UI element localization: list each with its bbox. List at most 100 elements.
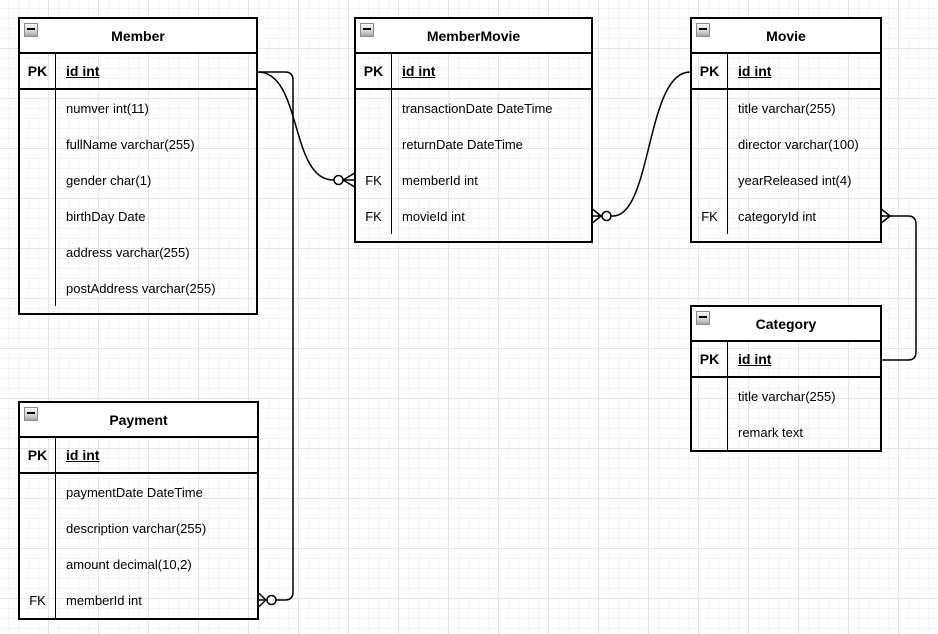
entity-header: Payment (20, 403, 257, 438)
field-cell: director varchar(100) (738, 136, 859, 152)
edge-line (257, 71, 355, 181)
key-cell (692, 162, 728, 198)
key-cell (20, 474, 56, 510)
entity-title: Movie (766, 27, 806, 44)
key-cell (692, 90, 728, 126)
field-cell: fullName varchar(255) (66, 136, 195, 152)
minus-icon (27, 28, 35, 30)
table-row-yearreleased[interactable]: yearReleased int(4) (692, 162, 880, 198)
field-cell: remark text (738, 424, 804, 440)
table-row-title[interactable]: title varchar(255) (692, 378, 880, 414)
edge-member-payment[interactable] (257, 71, 294, 608)
collapse-button[interactable] (24, 23, 38, 37)
crow-foot-icon (592, 208, 602, 224)
table-row-title[interactable]: title varchar(255) (692, 90, 880, 126)
field-cell: id int (402, 63, 436, 79)
table-row-categoryid[interactable]: FK categoryId int (692, 198, 880, 234)
minus-icon (27, 412, 35, 414)
key-cell (356, 90, 392, 126)
key-cell: FK (356, 198, 392, 234)
zero-cardinality-circle-icon (333, 174, 344, 186)
key-cell: PK (20, 438, 56, 472)
table-row-gender[interactable]: gender char(1) (20, 162, 256, 198)
field-cell: id int (66, 63, 100, 79)
collapse-button[interactable] (24, 407, 38, 421)
entity-title: Member (111, 27, 165, 44)
field-cell: postAddress varchar(255) (66, 280, 216, 296)
field-cell: yearReleased int(4) (738, 172, 852, 188)
key-cell: PK (692, 342, 728, 376)
field-cell: description varchar(255) (66, 520, 207, 536)
field-cell: address varchar(255) (66, 244, 190, 260)
table-row-memberid[interactable]: FK memberId int (356, 162, 591, 198)
table-row-postaddress[interactable]: postAddress varchar(255) (20, 270, 256, 306)
minus-icon (699, 316, 707, 318)
key-cell (692, 378, 728, 414)
edge-movie-membermovie[interactable] (592, 71, 691, 224)
entity-header: Movie (692, 19, 880, 54)
crow-foot-icon (342, 172, 355, 188)
field-cell: categoryId int (738, 208, 817, 224)
entity-header: Category (692, 307, 880, 342)
table-row-fullname[interactable]: fullName varchar(255) (20, 126, 256, 162)
crow-foot-icon (258, 592, 267, 608)
key-cell (20, 198, 56, 234)
entity-header: MemberMovie (356, 19, 591, 54)
field-cell: title varchar(255) (738, 100, 836, 116)
table-row-address[interactable]: address varchar(255) (20, 234, 256, 270)
key-cell: PK (692, 54, 728, 88)
crow-foot-icon (881, 208, 891, 224)
entity-title: MemberMovie (426, 27, 521, 44)
field-cell: returnDate DateTime (402, 136, 523, 152)
key-cell: FK (692, 198, 728, 234)
field-cell: paymentDate DateTime (66, 484, 203, 500)
collapse-button[interactable] (696, 23, 710, 37)
edge-line (592, 71, 691, 217)
zero-cardinality-circle-icon (601, 210, 612, 222)
table-row-birthday[interactable]: birthDay Date (20, 198, 256, 234)
field-cell: birthDay Date (66, 208, 146, 224)
field-cell: numver int(11) (66, 100, 149, 116)
key-cell: FK (356, 162, 392, 198)
table-row-transactiondate[interactable]: transactionDate DateTime (356, 90, 591, 126)
zero-cardinality-circle-icon (266, 594, 277, 606)
table-row-numver[interactable]: numver int(11) (20, 90, 256, 126)
key-cell (20, 126, 56, 162)
edge-line (257, 71, 294, 601)
key-cell: FK (20, 582, 56, 618)
table-row-id[interactable]: PK id int (692, 342, 880, 378)
field-cell: id int (738, 351, 772, 367)
table-row-description[interactable]: description varchar(255) (20, 510, 257, 546)
table-row-paymentdate[interactable]: paymentDate DateTime (20, 474, 257, 510)
collapse-button[interactable] (360, 23, 374, 37)
key-cell: PK (356, 54, 392, 88)
edge-member-membermovie[interactable] (257, 71, 355, 188)
edge-category-movie[interactable] (881, 208, 917, 361)
entity-title: Payment (109, 411, 168, 428)
key-cell (20, 90, 56, 126)
table-row-id[interactable]: PK id int (356, 54, 591, 90)
minus-icon (699, 28, 707, 30)
table-row-returndate[interactable]: returnDate DateTime (356, 126, 591, 162)
table-row-remark[interactable]: remark text (692, 414, 880, 450)
table-row-amount[interactable]: amount decimal(10,2) (20, 546, 257, 582)
minus-icon (363, 28, 371, 30)
key-cell (20, 510, 56, 546)
key-cell (692, 126, 728, 162)
key-cell (692, 414, 728, 450)
table-row-director[interactable]: director varchar(100) (692, 126, 880, 162)
field-cell: memberId int (402, 172, 478, 188)
collapse-button[interactable] (696, 311, 710, 325)
